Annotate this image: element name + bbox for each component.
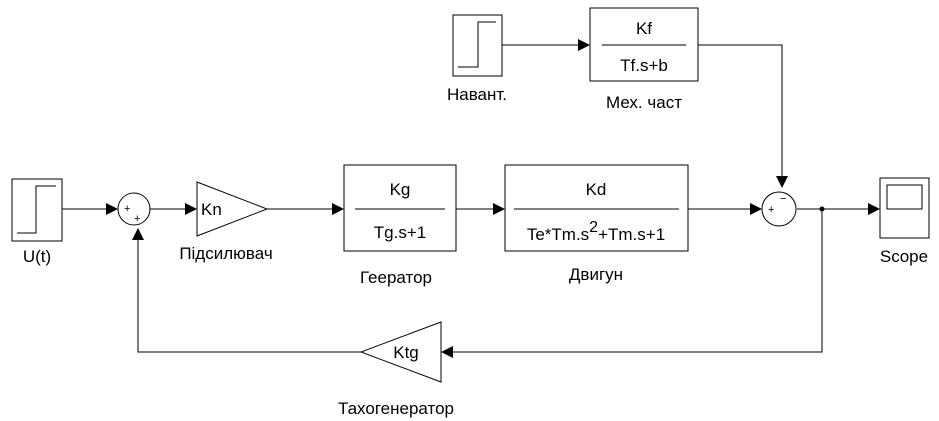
mech-numerator: Kf bbox=[636, 19, 652, 38]
amplifier-gain-block[interactable]: Kn bbox=[196, 181, 269, 237]
tachogenerator-gain-block[interactable]: Ktg bbox=[359, 321, 442, 383]
step-icon bbox=[458, 21, 496, 68]
scope-block[interactable] bbox=[879, 177, 930, 239]
generator-numerator: Kg bbox=[390, 180, 411, 199]
step-icon bbox=[17, 185, 56, 234]
amplifier-gain: Kn bbox=[201, 200, 222, 219]
generator-label: Геератор bbox=[360, 268, 432, 287]
sum1-sign-left: + bbox=[124, 203, 130, 215]
motor-label: Двигун bbox=[569, 265, 623, 284]
amplifier-label: Підсилювач bbox=[179, 244, 272, 263]
sum-block-2[interactable]: + − bbox=[761, 191, 797, 227]
sum2-sign-left: + bbox=[768, 204, 774, 216]
mech-denominator: Tf.s+b bbox=[620, 56, 668, 75]
load-step-block[interactable] bbox=[452, 14, 503, 77]
scope-screen-icon bbox=[886, 184, 923, 210]
sum2-sign-top: − bbox=[780, 193, 786, 205]
generator-denominator: Tg.s+1 bbox=[374, 223, 426, 242]
motor-numerator: Kd bbox=[586, 180, 607, 199]
motor-denominator: Te*Tm.s2+Tm.s+1 bbox=[527, 219, 665, 244]
signal-lines bbox=[62, 39, 880, 358]
tacho-gain: Ktg bbox=[393, 343, 419, 362]
generator-transfer-fcn-block[interactable]: Kg Tg.s+1 bbox=[343, 164, 457, 252]
scope-label: Scope bbox=[880, 247, 928, 266]
motor-transfer-fcn-block[interactable]: Kd Te*Tm.s2+Tm.s+1 bbox=[504, 164, 689, 252]
sum1-sign-bottom: + bbox=[134, 213, 140, 225]
tacho-label: Тахогенератор bbox=[338, 399, 454, 418]
load-step-label: Навант. bbox=[447, 85, 507, 104]
input-step-label: U(t) bbox=[23, 247, 51, 266]
mech-label: Мех. част bbox=[606, 93, 682, 112]
input-step-block[interactable] bbox=[11, 178, 63, 242]
sum-block-1[interactable]: + + bbox=[117, 192, 151, 226]
mech-transfer-fcn-block[interactable]: Kf Tf.s+b bbox=[589, 7, 699, 82]
